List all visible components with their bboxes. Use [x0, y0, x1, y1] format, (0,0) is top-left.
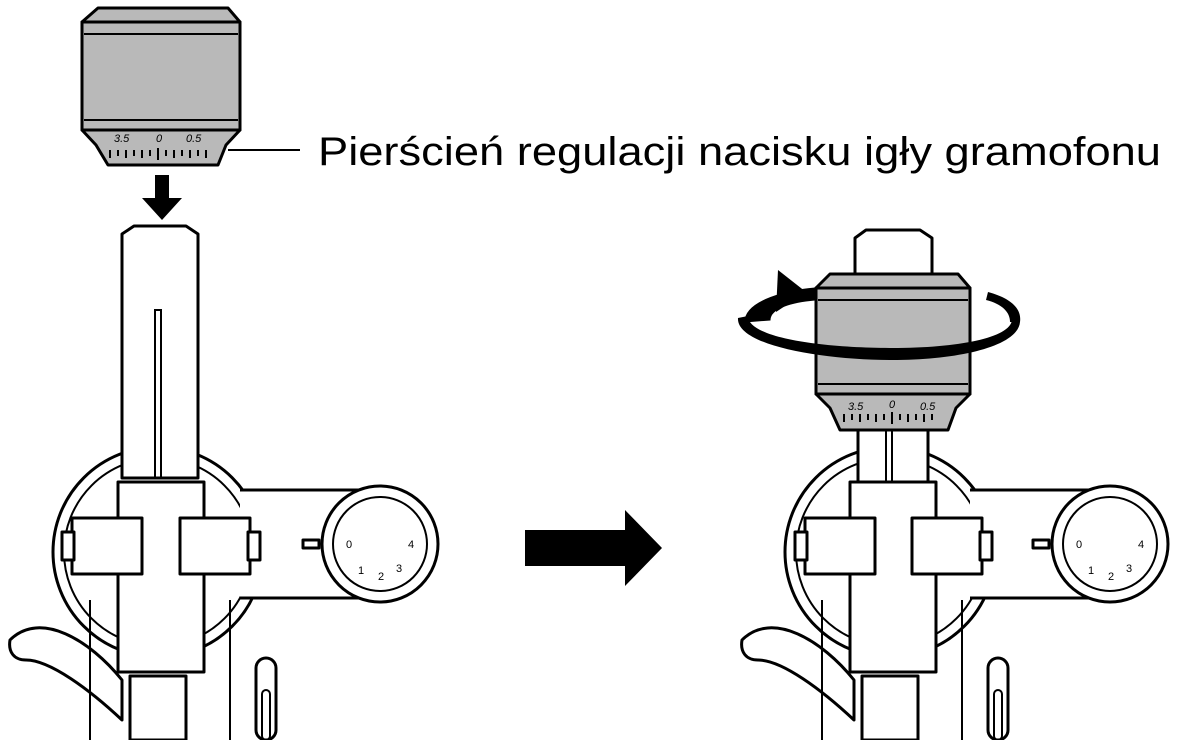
anti-skate-dial-label: 4	[1138, 539, 1144, 551]
ring-scale-label: 0	[156, 133, 163, 145]
ring-scale-label: 0.5	[920, 401, 936, 413]
anti-skate-dial-label: 4	[408, 539, 414, 551]
ring-scale-label: 3.5	[848, 401, 864, 413]
counterweight-ring-detached: 3.5 0 0.5	[80, 6, 242, 167]
anti-skate-dial-label: 2	[1108, 571, 1114, 583]
stylus-pressure-ring-label: Pierścień regulacji nacisku igły gramofo…	[318, 130, 1161, 174]
tonearm-assembly-right: 0 1 2 3 4	[740, 228, 1170, 742]
rotation-arrow-band	[737, 270, 1021, 360]
anti-skate-dial-label: 1	[1088, 565, 1094, 577]
anti-skate-dial-label: 1	[358, 565, 364, 577]
anti-skate-dial-label: 0	[1076, 539, 1082, 551]
tonearm-assembly-left: 0 1 2 3 4	[8, 224, 440, 742]
anti-skate-dial-label: 3	[1126, 563, 1132, 575]
down-arrow-icon	[142, 175, 182, 220]
ring-scale-label: 0	[889, 399, 896, 411]
anti-skate-dial-label: 3	[396, 563, 402, 575]
right-arrow-icon	[525, 510, 662, 586]
ring-scale-label: 0.5	[186, 133, 202, 145]
anti-skate-dial-label: 2	[378, 571, 384, 583]
anti-skate-dial-label: 0	[346, 539, 352, 551]
ring-scale-label: 3.5	[114, 133, 130, 145]
